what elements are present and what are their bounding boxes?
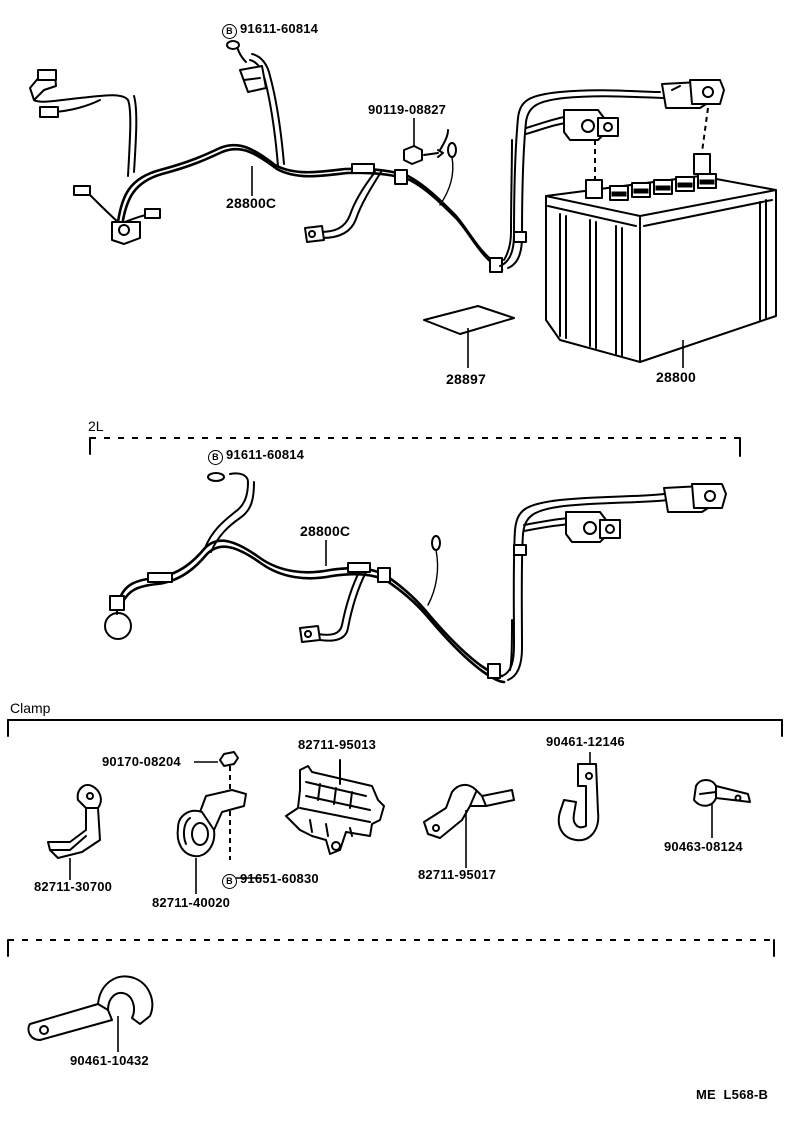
main-harness: [29, 40, 725, 273]
label-harness-28800c-2l: 28800C: [300, 523, 351, 539]
label-nut-90170: 90170-08204: [102, 754, 181, 769]
clamp-bracket-2: [7, 939, 775, 957]
clamp-82711-40020: [176, 751, 247, 860]
section-title-2l: 2L: [88, 418, 104, 434]
clamp-bracket: [7, 719, 783, 737]
bolt-mark: B: [208, 450, 223, 465]
clamp-82711-95017: [423, 784, 515, 839]
label-clamp-82711-95013: 82711-95013: [298, 737, 377, 752]
label-text: 91611-60814: [226, 447, 305, 462]
label-clamp-82711-30700: 82711-30700: [34, 879, 113, 894]
footer-code: ME L568-B: [696, 1087, 769, 1102]
harness-2l: [104, 472, 727, 684]
battery-28800: [545, 153, 777, 363]
clamp-82711-95013: [285, 759, 385, 855]
battery-caps: [609, 173, 717, 201]
bolt-mark: B: [222, 874, 237, 889]
clamp-90461-10432: [27, 975, 154, 1041]
label-clamp-90461-10432: 90461-10432: [70, 1053, 149, 1068]
label-harness-28800c: 28800C: [226, 195, 277, 211]
clamp-82711-30700: [47, 784, 102, 859]
clamp-90463-08124: [693, 779, 751, 807]
plate-28897: [423, 305, 515, 335]
label-clamp-82711-95017: 82711-95017: [418, 867, 497, 882]
label-text: 91651-60830: [240, 871, 319, 886]
label-text: 91611-60814: [240, 21, 319, 36]
label-plate-28897: 28897: [446, 371, 486, 387]
label-bolt-90119: 90119-08827: [368, 102, 447, 117]
label-clamp-90461-12146: 90461-12146: [546, 734, 625, 749]
label-clamp-90463-08124: 90463-08124: [664, 839, 743, 854]
section-2l-bracket: [89, 437, 741, 457]
clamp-90461-12146: [557, 763, 600, 842]
label-battery-28800: 28800: [656, 369, 696, 385]
bolt-mark: B: [222, 24, 237, 39]
label-clamp-82711-40020: 82711-40020: [152, 895, 231, 910]
section-title-clamp: Clamp: [10, 700, 51, 716]
